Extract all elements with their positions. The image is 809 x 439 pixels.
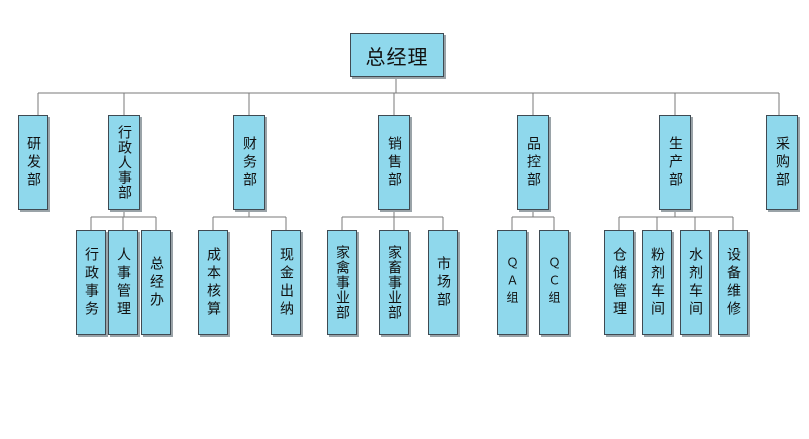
sub-poultry: 家禽事业部 xyxy=(327,230,357,335)
sub-label: 成本核算 xyxy=(205,246,221,319)
sub-marketing: 市场部 xyxy=(428,230,458,335)
sub-qa-group: ＱＡ组 xyxy=(497,230,527,335)
dept-label: 财务部 xyxy=(241,135,257,190)
sub-warehouse: 仓储管理 xyxy=(604,230,634,335)
dept-label: 品控部 xyxy=(525,135,541,190)
dept-admin-hr: 行政人事部 xyxy=(108,115,140,210)
sub-admin-affairs: 行政事务 xyxy=(76,230,106,335)
sub-label: ＱＣ组 xyxy=(547,257,561,308)
sub-hr-management: 人事管理 xyxy=(108,230,138,335)
sub-label: 行政事务 xyxy=(83,246,99,319)
dept-rnd: 研发部 xyxy=(18,115,48,210)
sub-label: 家禽事业部 xyxy=(334,245,350,320)
sub-qc-group: ＱＣ组 xyxy=(539,230,569,335)
ceo-label: 总经理 xyxy=(365,44,429,69)
sub-gm-office: 总经办 xyxy=(141,230,171,335)
dept-finance: 财务部 xyxy=(233,115,265,210)
sub-label: ＱＡ组 xyxy=(505,257,519,308)
sub-label: 人事管理 xyxy=(115,246,131,319)
sub-label: 家畜事业部 xyxy=(386,245,402,320)
dept-sales: 销售部 xyxy=(378,115,410,210)
sub-label: 总经办 xyxy=(148,255,164,310)
dept-label: 采购部 xyxy=(774,135,790,190)
sub-livestock: 家畜事业部 xyxy=(379,230,409,335)
dept-production: 生产部 xyxy=(659,115,691,210)
dept-label: 行政人事部 xyxy=(116,125,132,200)
sub-liquid-workshop: 水剂车间 xyxy=(680,230,710,335)
sub-powder-workshop: 粉剂车间 xyxy=(642,230,672,335)
dept-qc: 品控部 xyxy=(517,115,549,210)
sub-label: 市场部 xyxy=(435,255,451,310)
dept-label: 销售部 xyxy=(386,135,402,190)
sub-label: 现金出纳 xyxy=(278,246,294,319)
sub-cashier: 现金出纳 xyxy=(271,230,301,335)
sub-equipment-maintenance: 设备维修 xyxy=(718,230,748,335)
sub-cost-accounting: 成本核算 xyxy=(198,230,228,335)
sub-label: 水剂车间 xyxy=(687,246,703,319)
sub-label: 仓储管理 xyxy=(611,246,627,319)
sub-label: 设备维修 xyxy=(725,246,741,319)
ceo-node: 总经理 xyxy=(350,33,444,77)
dept-label: 研发部 xyxy=(25,135,41,190)
dept-purchasing: 采购部 xyxy=(766,115,798,210)
sub-label: 粉剂车间 xyxy=(649,246,665,319)
dept-label: 生产部 xyxy=(667,135,683,190)
